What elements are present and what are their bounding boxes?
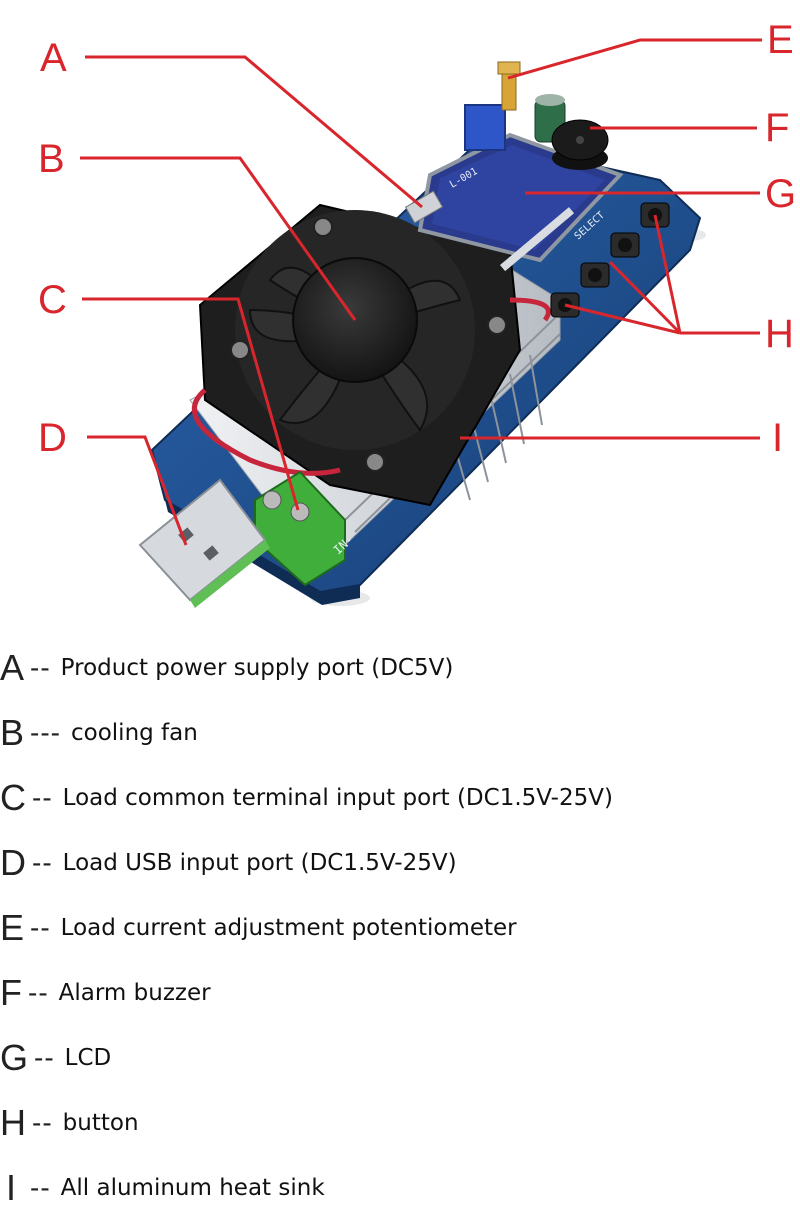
cooling-fan	[198, 203, 522, 507]
callout-e: E	[767, 18, 794, 62]
legend-letter: H	[0, 1102, 26, 1143]
legend-separator: --	[32, 782, 53, 813]
legend-separator: ---	[30, 717, 61, 748]
callout-b: B	[38, 137, 65, 181]
leader-line-b	[80, 156, 357, 321]
legend-description: Load USB input port (DC1.5V-25V)	[62, 850, 457, 876]
usb-plug	[138, 478, 270, 608]
legend-letter: D	[0, 842, 26, 883]
legend-description: Load current adjustment potentiometer	[60, 915, 517, 941]
callout-c: C	[38, 278, 67, 322]
legend-description: cooling fan	[71, 720, 198, 746]
legend-item-g: G -- LCD	[0, 1037, 112, 1078]
legend-description: LCD	[64, 1045, 112, 1071]
product-diagram: IN- SELECT L-001 A B C D E F G H I	[38, 18, 797, 608]
leader-line-c	[82, 297, 300, 511]
alarm-buzzer	[551, 119, 609, 170]
leader-line-a	[85, 55, 423, 209]
leader-line-d	[87, 435, 188, 546]
legend-separator: --	[30, 652, 51, 683]
fan-wire	[191, 388, 341, 476]
legend-item-b: B --- cooling fan	[0, 712, 198, 753]
legend-separator: --	[30, 1172, 51, 1203]
legend-letter: F	[0, 972, 22, 1013]
legend-item-e: E -- Load current adjustment potentiomet…	[0, 907, 517, 948]
leader-line-e	[507, 38, 762, 80]
legend-item-a: A -- Product power supply port (DC5V)	[0, 647, 454, 688]
fan-wire	[509, 297, 551, 322]
legend-description: button	[62, 1110, 139, 1136]
legend-letter: B	[0, 712, 25, 753]
legend-separator: --	[34, 1042, 55, 1073]
pin-header	[499, 207, 575, 272]
terminal-block	[254, 470, 346, 587]
legend-item-d: D -- Load USB input port (DC1.5V-25V)	[0, 842, 457, 883]
legend-description: Product power supply port (DC5V)	[60, 655, 454, 681]
pcb-edge	[165, 500, 360, 605]
callout-i: I	[772, 416, 784, 460]
legend-separator: --	[32, 1107, 53, 1138]
board-illustration: IN- SELECT L-001	[80, 38, 762, 608]
callout-a: A	[40, 36, 67, 80]
callout-g: G	[765, 172, 797, 216]
legend-letter: I	[6, 1167, 17, 1208]
legend-letter: E	[0, 907, 25, 948]
legend-description: Load common terminal input port (DC1.5V-…	[62, 785, 613, 811]
legend-separator: --	[32, 847, 53, 878]
legend-separator: --	[28, 977, 49, 1008]
callout-d: D	[38, 416, 67, 460]
legend-description: Alarm buzzer	[58, 980, 211, 1006]
leader-lines	[80, 38, 762, 546]
legend-separator: --	[30, 912, 51, 943]
legend-item-h: H -- button	[0, 1102, 139, 1143]
legend-item-i: I -- All aluminum heat sink	[0, 1167, 325, 1208]
callout-h: H	[765, 312, 794, 356]
potentiometer	[464, 61, 521, 151]
power-supply-port	[404, 190, 444, 224]
legend-letter: A	[0, 647, 25, 688]
legend-letter: G	[0, 1037, 29, 1078]
legend-item-c: C -- Load common terminal input port (DC…	[0, 777, 613, 818]
legend-letter: C	[0, 777, 26, 818]
legend-description: All aluminum heat sink	[60, 1175, 325, 1201]
callout-f: F	[765, 106, 790, 150]
legend-item-f: F -- Alarm buzzer	[0, 972, 211, 1013]
